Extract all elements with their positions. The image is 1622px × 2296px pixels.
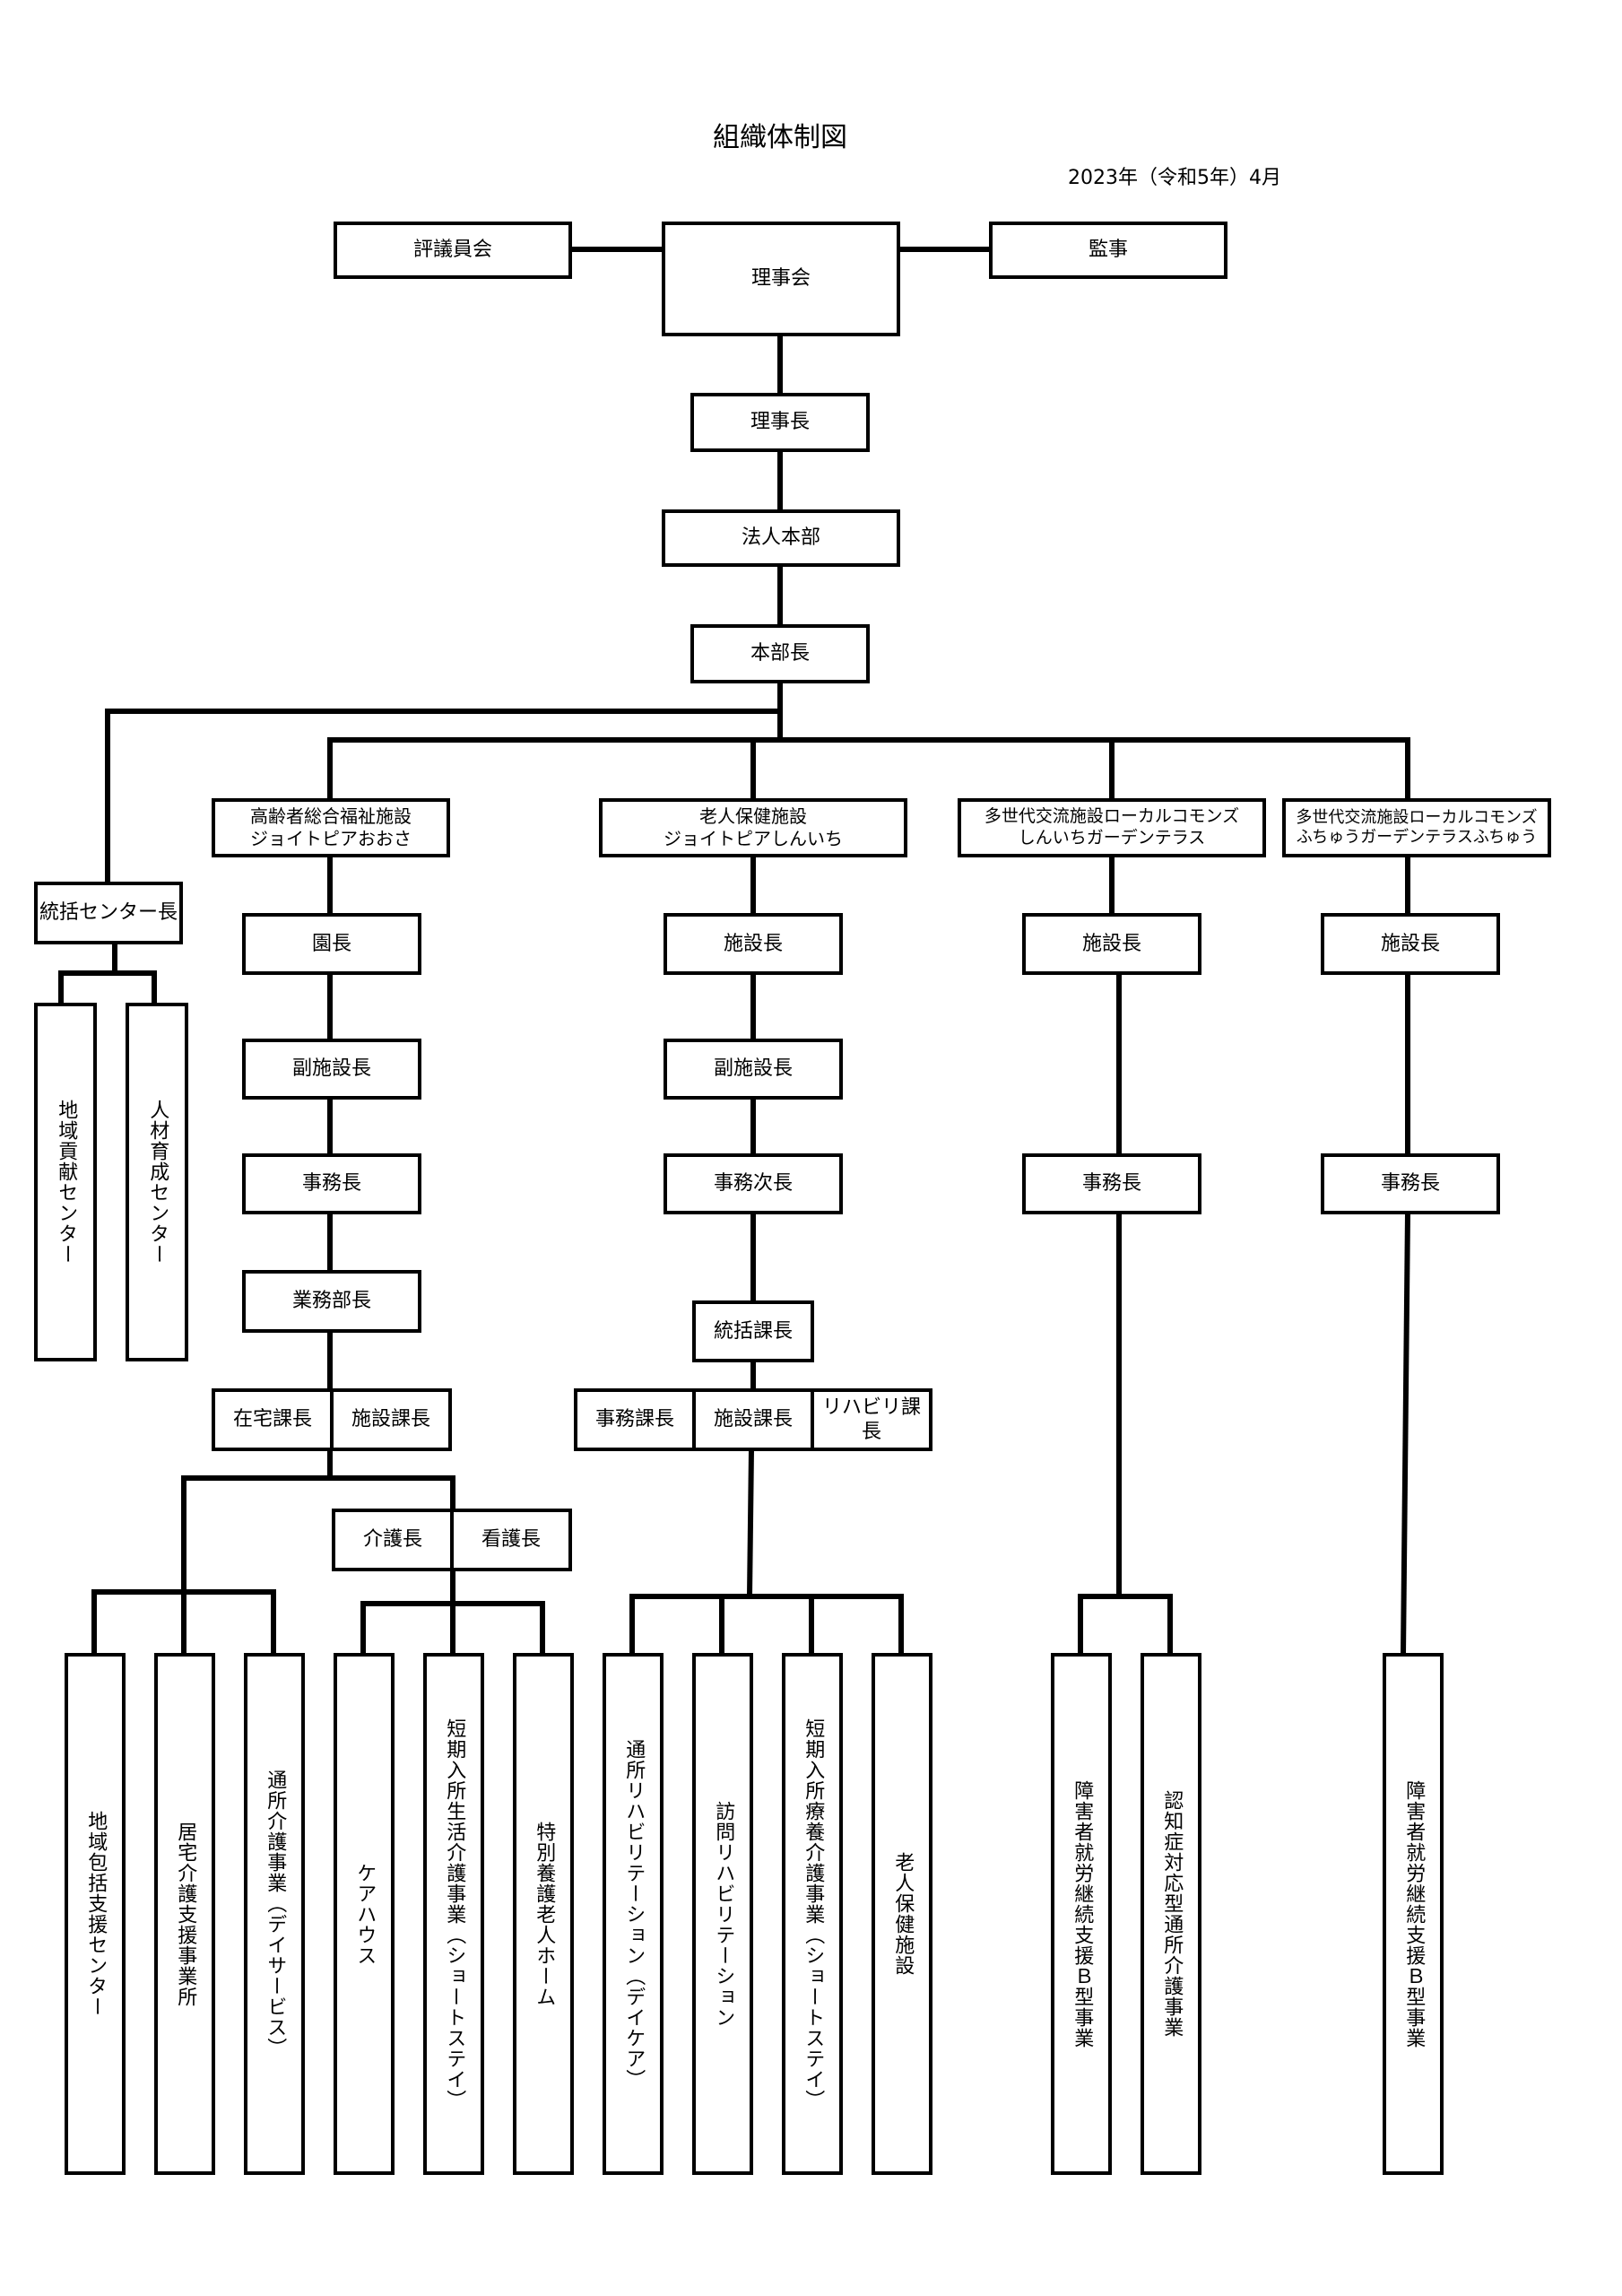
service-box: 訪問リハビリテーション xyxy=(692,1653,753,2175)
service-box: 老人保健施設 xyxy=(872,1653,932,2175)
hq-box: 法人本部 xyxy=(662,509,900,567)
service-box: 地域包括支援センター xyxy=(65,1653,126,2175)
chairman-box: 理事長 xyxy=(690,393,870,452)
admin-manager-box: 事務課長 xyxy=(574,1388,696,1451)
office-manager-box: 事務長 xyxy=(1022,1153,1201,1214)
training-center-box: 人材育成センター xyxy=(126,1003,188,1361)
center-head-box: 統括センター長 xyxy=(34,882,183,944)
service-box: 障害者就労継続支援Ｂ型事業 xyxy=(1383,1653,1444,2175)
director-box: 施設長 xyxy=(664,913,843,975)
service-box: ケアハウス xyxy=(334,1653,395,2175)
council-box: 評議員会 xyxy=(334,222,572,279)
facility-shinichi-garden-box: 多世代交流施設ローカルコモンズ しんいちガーデンテラス xyxy=(958,798,1266,857)
office-manager-box: 事務長 xyxy=(242,1153,421,1214)
office-manager-box: 事務長 xyxy=(1321,1153,1500,1214)
service-box: 通所介護事業（デイサービス） xyxy=(244,1653,305,2175)
service-box: 認知症対応型通所介護事業 xyxy=(1141,1653,1201,2175)
nursing-chief-box: 看護長 xyxy=(450,1509,572,1571)
community-center-box: 地域貢献センター xyxy=(34,1003,97,1361)
care-chief-box: 介護長 xyxy=(332,1509,454,1571)
home-care-manager-box: 在宅課長 xyxy=(212,1388,334,1451)
director-box: 施設長 xyxy=(1022,913,1201,975)
page-title: 組織体制図 xyxy=(713,122,847,153)
service-box: 特別養護老人ホーム xyxy=(513,1653,574,2175)
director-box: 施設長 xyxy=(1321,913,1500,975)
facility-manager-box: 施設課長 xyxy=(692,1388,814,1451)
operations-head-box: 業務部長 xyxy=(242,1270,421,1333)
general-manager-box: 統括課長 xyxy=(692,1300,814,1362)
auditor-box: 監事 xyxy=(989,222,1227,279)
date-label: 2023年（令和5年）4月 xyxy=(1068,167,1281,189)
deputy-office-manager-box: 事務次長 xyxy=(664,1153,843,1214)
facility-shinichi-box: 老人保健施設 ジョイトピアしんいち xyxy=(599,798,907,857)
board-box: 理事会 xyxy=(662,222,900,336)
facility-fuchu-garden-box: 多世代交流施設ローカルコモンズ ふちゅうガーデンテラスふちゅう xyxy=(1282,798,1551,857)
service-box: 通所リハビリテーション（デイケア） xyxy=(603,1653,664,2175)
vice-director-box: 副施設長 xyxy=(664,1039,843,1100)
hq-head-box: 本部長 xyxy=(690,624,870,683)
facility-osa-box: 高齢者総合福祉施設 ジョイトピアおおさ xyxy=(212,798,450,857)
facility-manager-box: 施設課長 xyxy=(330,1388,452,1451)
service-box: 短期入所生活介護事業（ショートステイ） xyxy=(423,1653,484,2175)
service-box: 短期入所療養介護事業（ショートステイ） xyxy=(782,1653,843,2175)
vice-director-box: 副施設長 xyxy=(242,1039,421,1100)
rehab-manager-box: リハビリ課長 xyxy=(811,1388,932,1451)
director-box: 園長 xyxy=(242,913,421,975)
service-box: 障害者就労継続支援Ｂ型事業 xyxy=(1051,1653,1112,2175)
service-box: 居宅介護支援事業所 xyxy=(154,1653,215,2175)
